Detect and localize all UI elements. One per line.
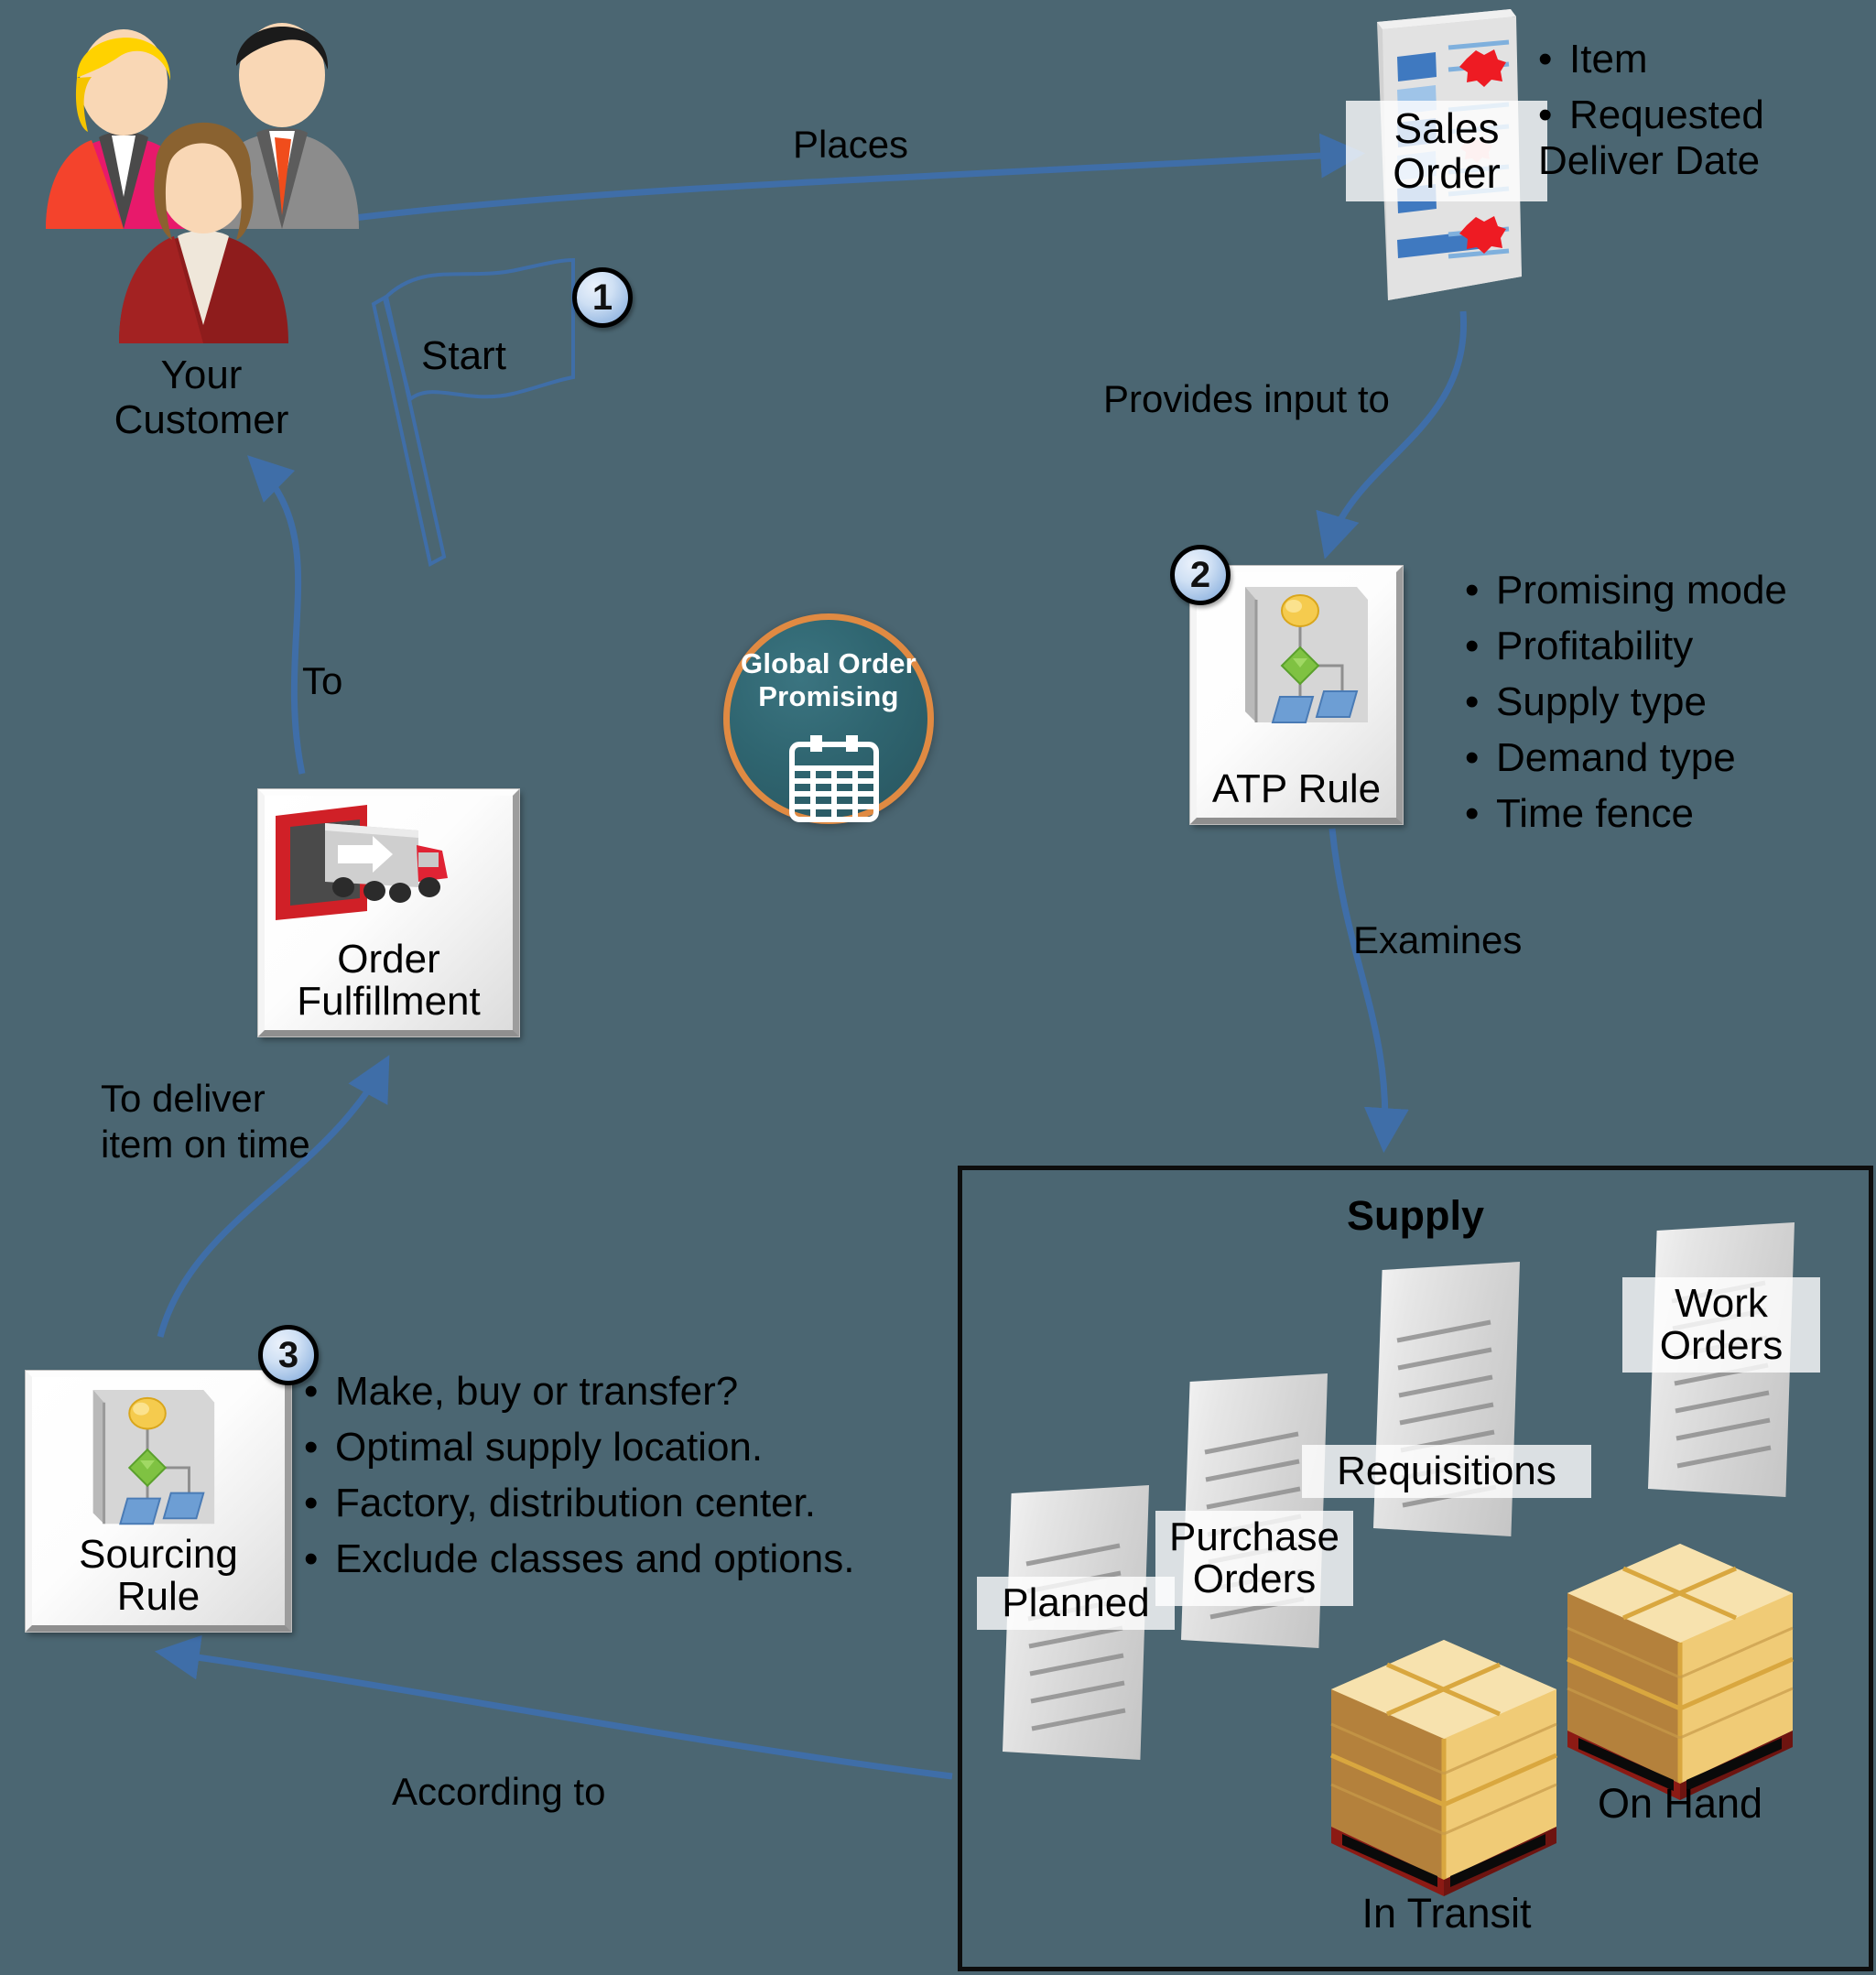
global-order-promising-badge: Global Order Promising: [723, 613, 934, 824]
supply-container: Supply: [958, 1166, 1873, 1971]
atp-rule-bullet-2: Supply type: [1496, 679, 1707, 724]
bullet-dot: •: [304, 1481, 319, 1525]
supply-label-work-orders: Work Orders: [1622, 1277, 1820, 1373]
arrow-to-deliver-item-on-time: [157, 1055, 390, 1338]
rule-tree-icon: [1229, 583, 1375, 741]
flag-icon: [357, 257, 595, 577]
people-icon: [27, 0, 375, 348]
customer-label: Your Customer: [114, 353, 289, 443]
atp-rule-bullet-3: Demand type: [1496, 735, 1736, 780]
supply-pallet-in-transit[interactable]: [1320, 1634, 1567, 1900]
supply-label-in-transit: In Transit: [1361, 1890, 1532, 1937]
sales-order-bullets: •Item •Requested Deliver Date: [1538, 37, 1764, 194]
sales-order-bullet-0: Item: [1569, 37, 1648, 81]
arrow-examines: [1328, 828, 1409, 1154]
truck-dock-icon: [272, 803, 455, 942]
arrow-provides-input-to: [1316, 310, 1467, 559]
supply-label-planned: Planned: [977, 1577, 1175, 1631]
bullet-dot: •: [1538, 92, 1553, 137]
sourcing-rule-bullet-3: Exclude classes and options.: [335, 1536, 855, 1581]
atp-rule-bullet-1: Profitability: [1496, 624, 1694, 668]
supply-doc-planned[interactable]: Planned: [977, 1485, 1175, 1760]
atp-rule-label: ATP Rule: [1211, 765, 1382, 811]
supply-title: Supply: [1346, 1192, 1484, 1239]
supply-label-requisitions: Requisitions: [1302, 1445, 1591, 1499]
sales-order-bullet-1: Requested Deliver Date: [1538, 92, 1764, 183]
atp-rule-bullets: • Promising mode • Profitability • Supply t…: [1465, 568, 1787, 847]
atp-rule-bullet-0: Promising mode: [1496, 568, 1787, 613]
atp-rule-node[interactable]: ATP Rule: [1190, 566, 1403, 824]
sales-order-label-text: Sales Order: [1393, 104, 1501, 197]
supply-label-purchase-orders: Purchase Orders: [1155, 1511, 1353, 1607]
supply-doc-purchase-orders[interactable]: Purchase Orders: [1155, 1373, 1353, 1648]
bullet-dot: •: [1465, 568, 1480, 613]
gop-title: Global Order Promising: [741, 647, 916, 712]
edge-label-places: Places: [793, 123, 909, 166]
badge-2: 2: [1170, 545, 1231, 605]
bullet-dot: •: [1538, 37, 1553, 81]
rule-tree-icon: [76, 1386, 222, 1542]
sourcing-rule-node[interactable]: Sourcing Rule: [26, 1371, 291, 1632]
sourcing-rule-bullets: • Make, buy or transfer? • Optimal supply …: [304, 1369, 854, 1592]
bullet-dot: •: [1465, 679, 1480, 724]
sourcing-rule-bullet-1: Optimal supply location.: [335, 1425, 764, 1470]
edge-label-to-deliver-item-on-time: To deliver item on time: [101, 1077, 310, 1166]
sourcing-rule-label: Sourcing Rule: [79, 1531, 238, 1619]
supply-doc-requisitions[interactable]: Requisitions: [1302, 1262, 1591, 1536]
supply-label-on-hand: On Hand: [1597, 1780, 1763, 1827]
supply-doc-work-orders[interactable]: Work Orders: [1622, 1222, 1820, 1497]
arrow-places: [301, 133, 1366, 228]
edge-label-provides-input-to: Provides input to: [1103, 377, 1390, 420]
order-fulfillment-label: Order Fulfillment: [297, 936, 481, 1024]
bullet-dot: •: [304, 1425, 319, 1470]
order-fulfillment-node[interactable]: Order Fulfillment: [258, 789, 519, 1036]
bullet-dot: •: [304, 1536, 319, 1581]
arrow-according-to: [154, 1634, 953, 1780]
supply-pallet-on-hand[interactable]: [1556, 1538, 1804, 1804]
atp-rule-bullet-4: Time fence: [1496, 791, 1695, 836]
sourcing-rule-bullet-0: Make, buy or transfer?: [335, 1369, 739, 1414]
edge-label-to: To: [302, 659, 343, 702]
sales-order-label: Sales Order: [1346, 101, 1547, 201]
arrow-to: [246, 455, 306, 775]
calendar-icon: [786, 733, 882, 825]
bullet-dot: •: [1465, 791, 1480, 836]
edge-label-according-to: According to: [392, 1770, 606, 1813]
start-label: Start: [421, 333, 506, 378]
edge-label-examines: Examines: [1353, 918, 1523, 961]
bullet-dot: •: [304, 1369, 319, 1414]
badge-1: 1: [572, 267, 633, 328]
sourcing-rule-bullet-2: Factory, distribution center.: [335, 1481, 816, 1525]
bullet-dot: •: [1465, 735, 1480, 780]
bullet-dot: •: [1465, 624, 1480, 668]
badge-3: 3: [258, 1325, 319, 1385]
